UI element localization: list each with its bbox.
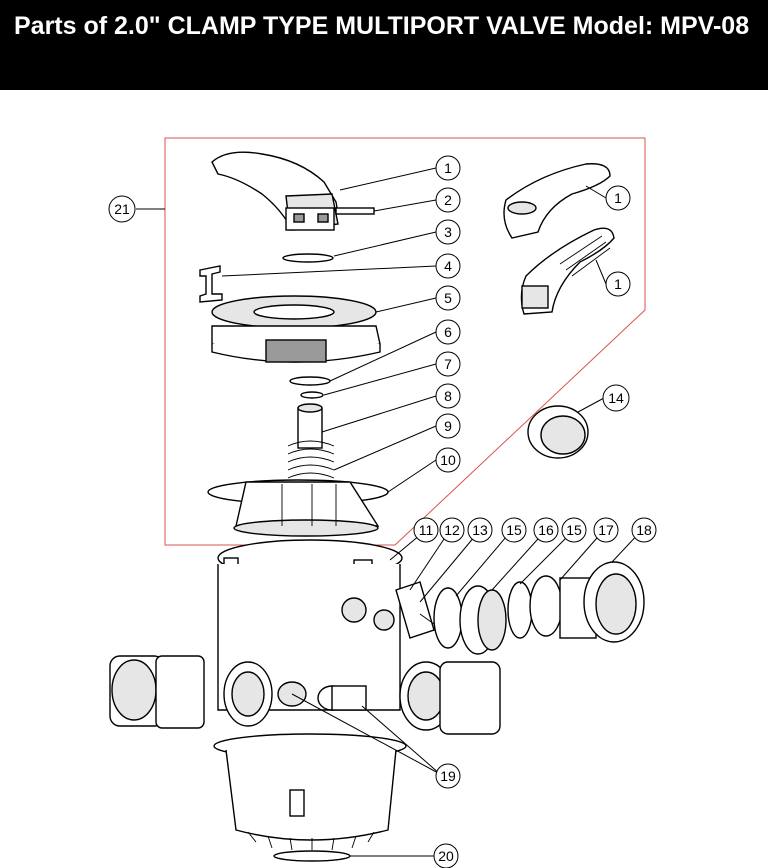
svg-text:2: 2 [444,192,452,208]
svg-text:19: 19 [440,768,456,784]
callout-9: 9 [435,413,461,439]
svg-text:12: 12 [444,522,460,538]
o-ring-7 [300,391,324,399]
callout-19: 19 [435,763,461,789]
alternate-handle-part-a [503,163,611,239]
callout-15-first: 15 [501,517,527,543]
callout-3: 3 [435,219,461,245]
callout-11: 11 [413,517,439,543]
svg-text:3: 3 [444,224,452,240]
callout-7: 7 [435,351,461,377]
svg-text:17: 17 [598,522,614,538]
callout-13: 13 [467,517,493,543]
callout-8: 8 [435,383,461,409]
end-cap-part [527,405,589,459]
right-port-union-part [399,661,501,735]
svg-text:1: 1 [444,160,452,176]
o-ring-6 [289,376,331,386]
callout-6: 6 [435,319,461,345]
alternate-handle-part-b [520,227,615,315]
svg-text:9: 9 [444,418,452,434]
svg-text:1: 1 [614,276,622,292]
title-banner: Parts of 2.0" CLAMP TYPE MULTIPORT VALVE… [0,0,768,90]
callout-10: 10 [435,447,461,473]
callout-15-second: 15 [561,517,587,543]
exploded-parts-diagram: 1 2 3 4 5 6 7 8 9 10 1 1 21 14 11 12 13 … [108,137,657,868]
callout-1-right-b: 1 [605,271,631,297]
o-ring-3 [282,253,334,263]
clip-part [199,265,223,303]
shaft-and-spring-part [287,403,335,479]
fitting-stack-part [433,561,645,655]
callout-18: 18 [631,517,657,543]
callout-1-top: 1 [435,155,461,181]
callout-12: 12 [439,517,465,543]
svg-text:8: 8 [444,388,452,404]
left-port-union-part [109,655,273,729]
side-ports-part [277,681,367,711]
callout-14: 14 [602,384,630,412]
callout-21: 21 [108,195,136,223]
svg-text:14: 14 [608,390,624,406]
rotor-diverter-part [207,479,389,537]
svg-text:15: 15 [506,522,522,538]
callout-16: 16 [533,517,559,543]
svg-text:6: 6 [444,324,452,340]
callout-20: 20 [433,843,459,868]
callout-1-right-a: 1 [605,185,631,211]
svg-text:7: 7 [444,356,452,372]
callout-17: 17 [593,517,619,543]
callout-2: 2 [435,187,461,213]
valve-base-part [213,733,407,851]
svg-text:4: 4 [444,258,452,274]
pressure-gauge-plug-part [395,581,435,639]
drain-o-ring-part [273,850,351,862]
valve-cover-part [211,295,381,363]
svg-text:13: 13 [472,522,488,538]
handle-part [211,151,339,231]
page-title: Parts of 2.0" CLAMP TYPE MULTIPORT VALVE… [14,12,750,40]
svg-text:11: 11 [419,522,434,538]
svg-text:10: 10 [440,452,456,468]
svg-text:16: 16 [538,522,554,538]
svg-text:5: 5 [444,290,452,306]
leader-lines [136,167,643,857]
pin-part [335,207,375,215]
svg-text:1: 1 [614,190,622,206]
svg-text:18: 18 [636,522,652,538]
svg-text:15: 15 [566,522,582,538]
callout-4: 4 [435,253,461,279]
svg-text:21: 21 [114,201,130,217]
callout-5: 5 [435,285,461,311]
assembly-group-frame [164,137,646,546]
valve-body-part [217,539,403,711]
svg-text:20: 20 [438,848,454,864]
